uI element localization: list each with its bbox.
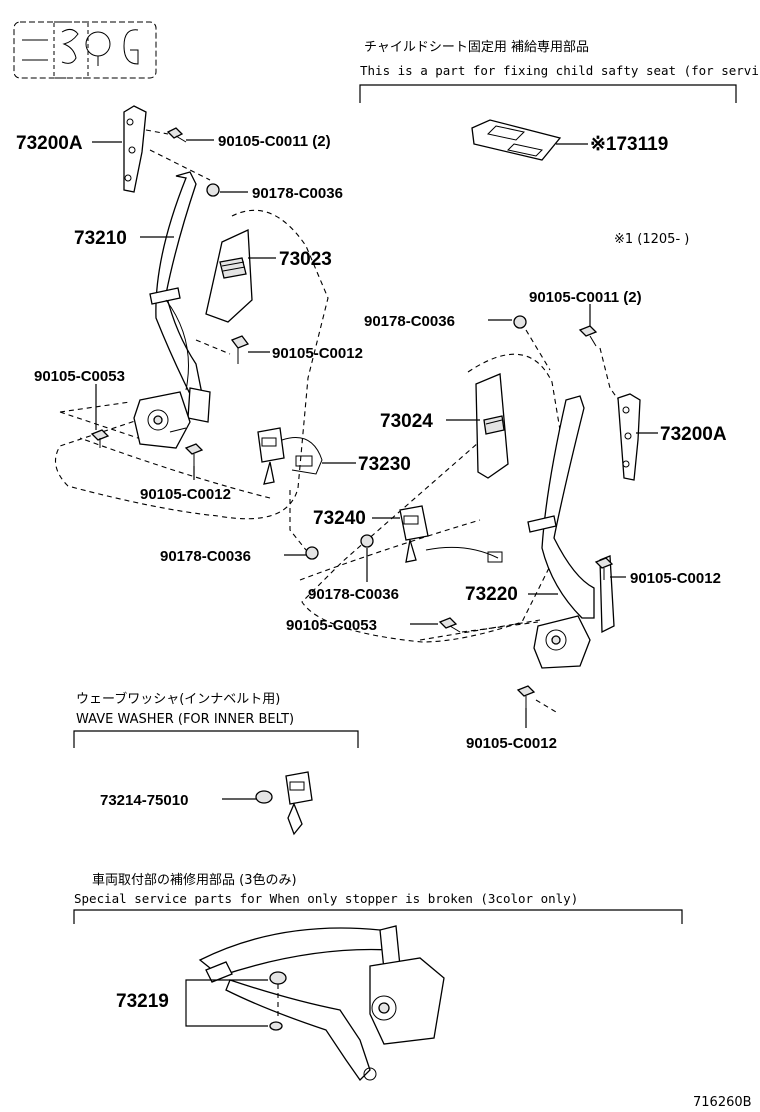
callout-90105-C0011-right: 90105-C0011 (2) xyxy=(529,289,642,306)
bolt-90105-C0012-right xyxy=(594,557,614,580)
callout-90178-C0036-center: 90178-C0036 xyxy=(308,586,399,603)
bolt-90105-C0012-a xyxy=(230,335,250,364)
pillar-cover-73024 xyxy=(475,373,509,479)
stopper-top xyxy=(269,971,287,985)
callout-90105-C0012-b: 90105-C0012 xyxy=(140,486,231,503)
callout-90105-C0012-right: 90105-C0012 xyxy=(630,570,721,587)
callout-73200A-right: 73200A xyxy=(660,424,727,445)
callout-90105-C0053-left: 90105-C0053 xyxy=(34,368,125,385)
callout-73210: 73210 xyxy=(74,228,127,249)
shoulder-adjuster-right xyxy=(617,393,641,481)
child-seat-note-jp: チャイルドシート固定用 補給専用部品 xyxy=(364,40,589,55)
buckle-73230 xyxy=(257,427,323,485)
callout-73214: 73214-75010 xyxy=(100,792,188,809)
wave-washer-note-jp: ウェーブワッシャ(インナベルト用) xyxy=(76,691,280,707)
bolt-90105-C0011-right xyxy=(578,325,598,347)
callout-73024: 73024 xyxy=(380,411,433,432)
callout-73119: ※173119 xyxy=(590,134,668,155)
callout-73200A-left: 73200A xyxy=(16,133,83,154)
retractor-right xyxy=(533,615,591,669)
diagram-code: 716260B xyxy=(693,1095,752,1110)
bolt-90105-C0012-bottom xyxy=(516,685,536,708)
belt-73220 xyxy=(527,395,615,634)
bolt-90105-C0053-center xyxy=(438,617,461,633)
callout-73023: 73023 xyxy=(279,249,332,270)
callout-90178-C0036-top: 90178-C0036 xyxy=(252,185,343,202)
buckle-73240 xyxy=(399,505,503,563)
wave-washer-part xyxy=(255,771,313,836)
wave-washer-bracket xyxy=(73,730,359,748)
shoulder-adjuster-left xyxy=(123,105,147,193)
nut-90178-C0036-center xyxy=(360,534,374,548)
right-seat-outline xyxy=(301,353,563,643)
callout-90178-C0036-left-low: 90178-C0036 xyxy=(160,548,251,565)
callout-73219: 73219 xyxy=(116,991,169,1012)
callout-90178-C0036-mid: 90178-C0036 xyxy=(364,313,455,330)
bolt-90105-C0012-b xyxy=(184,443,204,466)
callout-90105-C0012-bottom: 90105-C0012 xyxy=(466,735,557,752)
callout-73240: 73240 xyxy=(313,508,366,529)
nut-90178-C0036-mid xyxy=(513,315,527,329)
child-seat-note-en: This is a part for fixing child safty se… xyxy=(360,63,760,78)
pillar-cover-73023 xyxy=(205,229,253,323)
callout-73230: 73230 xyxy=(358,454,411,475)
stopper-assembly xyxy=(198,925,445,1082)
seat-map-icon xyxy=(13,21,157,79)
callout-90105-C0012-a: 90105-C0012 xyxy=(272,345,363,362)
special-note-jp: 車両取付部の補修用部品 (3色のみ) xyxy=(92,872,297,888)
bolt-90105-C0053-left xyxy=(90,429,110,448)
bolt-90105-C0011-top xyxy=(166,127,187,143)
model-code-note: ※1 (1205- ) xyxy=(614,232,689,247)
stopper-bottom xyxy=(269,1021,283,1031)
belt-73210 xyxy=(149,171,211,423)
nut-90178-C0036-left-low xyxy=(305,546,319,560)
child-seat-anchor-plate xyxy=(471,119,562,161)
callout-73220: 73220 xyxy=(465,584,518,605)
retractor-left xyxy=(133,391,191,449)
left-seat-outline xyxy=(54,209,329,520)
special-bracket xyxy=(73,909,683,924)
note-bracket xyxy=(359,84,737,103)
callout-73219-bracket xyxy=(185,979,268,1027)
wave-washer-note-en: WAVE WASHER (FOR INNER BELT) xyxy=(76,712,294,727)
special-note-en: Special service parts for When only stop… xyxy=(74,891,578,906)
callout-90105-C0011-top: 90105-C0011 (2) xyxy=(218,133,331,150)
nut-90178-C0036-top xyxy=(206,183,220,197)
callout-90105-C0053-center: 90105-C0053 xyxy=(286,617,377,634)
